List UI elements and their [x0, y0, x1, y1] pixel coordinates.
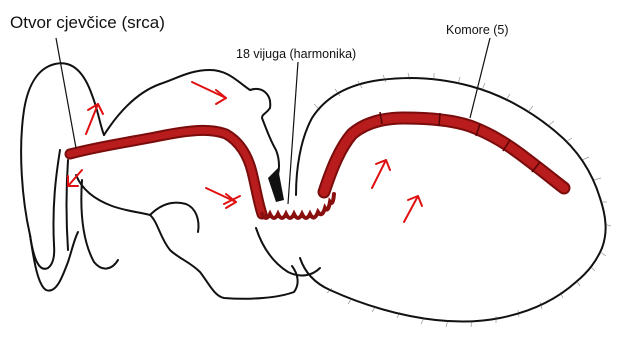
right-lobe-lower: [300, 248, 602, 322]
flow-arrow: [372, 160, 390, 188]
leader-heart-opening: [56, 38, 76, 148]
left-lower-inner: [81, 180, 118, 269]
dark-wedge: [268, 168, 284, 202]
chamber-divider-2: [439, 113, 440, 126]
right-lobe-base: [256, 228, 320, 275]
label-coils: 18 vijuga (harmonika): [236, 47, 356, 61]
flow-arrow: [86, 104, 103, 134]
label-heart-opening: Otvor cjevčice (srca): [10, 13, 165, 32]
left-lobe-inner-line: [30, 150, 60, 269]
flow-arrow: [192, 82, 226, 104]
leader-chambers: [470, 38, 490, 118]
flow-arrow: [404, 196, 422, 222]
middle-lobe-lower: [76, 175, 298, 299]
flow-arrow: [206, 188, 236, 208]
body-outline: [21, 63, 606, 321]
right-lobe-upper: [296, 78, 606, 248]
heart-tube: [70, 112, 564, 218]
left-inner-vertical: [67, 160, 69, 250]
label-chambers: Komore (5): [446, 23, 509, 37]
heart-tube-rear-fill: [324, 118, 564, 192]
